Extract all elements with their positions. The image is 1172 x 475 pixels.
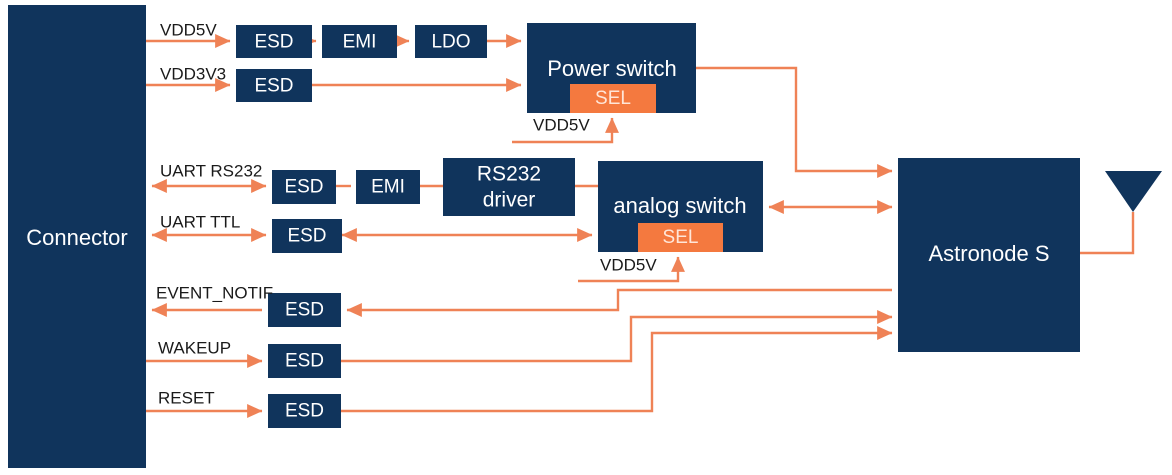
analog-switch-label: analog switch <box>613 193 746 218</box>
esd-reset-label: ESD <box>285 401 324 422</box>
block-esd-wakeup[interactable]: ESD <box>268 344 341 378</box>
emi-power-label: EMI <box>343 32 377 53</box>
block-esd-reset[interactable]: ESD <box>268 394 341 428</box>
esd-event-notif-label: ESD <box>285 300 324 321</box>
ldo-rect <box>415 25 487 58</box>
wire-vdd5v-to-power-switch-sel <box>512 117 619 144</box>
emi-uart-label: EMI <box>371 177 405 198</box>
block-esd-event-notif[interactable]: ESD <box>268 293 341 327</box>
block-esd-uart-rs232[interactable]: ESD <box>272 170 336 204</box>
wire-esd-reset-to-astronode <box>341 326 893 413</box>
analog-switch-sel-rect[interactable] <box>638 223 723 252</box>
signal-label-vdd3v3: VDD3V3 <box>160 64 226 83</box>
esd-wakeup-rect <box>268 344 341 378</box>
analog-switch-sel-label: SEL <box>663 227 699 248</box>
esd-vdd5v-label: ESD <box>254 32 293 53</box>
esd-vdd3v3-rect <box>236 69 312 102</box>
ldo-label: LDO <box>431 32 470 53</box>
power-switch-label: Power switch <box>547 56 677 81</box>
wire-layer <box>146 34 1135 418</box>
esd-uart-rs232-label: ESD <box>284 177 323 198</box>
block-emi-uart[interactable]: EMI <box>356 170 420 204</box>
rs232-driver-label-line1: RS232 <box>477 163 541 186</box>
esd-vdd3v3-label: ESD <box>254 76 293 97</box>
signal-label-uart-ttl: UART TTL <box>160 212 240 231</box>
wire-astronode-to-esd-event-notif <box>346 288 892 317</box>
power-switch-sel-label: SEL <box>595 88 631 109</box>
power-switch-sel-rect[interactable] <box>570 84 656 113</box>
block-esd-vdd3v3[interactable]: ESD <box>236 69 312 102</box>
antenna-icon <box>1105 171 1162 212</box>
emi-power-rect <box>322 25 397 58</box>
antenna-triangle <box>1105 171 1162 212</box>
esd-reset-rect <box>268 394 341 428</box>
emi-uart-rect <box>356 170 420 204</box>
rs232-driver-label-line2: driver <box>483 189 536 212</box>
block-rs232-driver[interactable]: RS232 driver <box>443 158 575 216</box>
esd-vdd5v-rect <box>236 25 312 58</box>
rs232-driver-rect <box>443 158 575 216</box>
astronode-rect <box>898 158 1080 352</box>
block-ldo[interactable]: LDO <box>415 25 487 58</box>
block-analog-switch[interactable]: analog switch SEL <box>598 161 763 252</box>
signal-label-wakeup: WAKEUP <box>158 338 231 357</box>
signal-label-sel-power-supply: VDD5V <box>533 115 590 134</box>
block-esd-uart-ttl[interactable]: ESD <box>272 219 342 253</box>
connector-rect <box>8 5 146 468</box>
signal-label-layer: VDD5V VDD3V3 UART RS232 UART TTL EVENT_N… <box>156 20 657 407</box>
block-connector[interactable]: Connector <box>8 5 146 468</box>
block-emi-power[interactable]: EMI <box>322 25 397 58</box>
signal-label-reset: RESET <box>158 388 215 407</box>
esd-uart-rs232-rect <box>272 170 336 204</box>
signal-label-sel-analog-supply: VDD5V <box>600 255 657 274</box>
block-esd-vdd5v[interactable]: ESD <box>236 25 312 58</box>
connector-label: Connector <box>26 225 128 250</box>
esd-uart-ttl-label: ESD <box>287 226 326 247</box>
signal-label-event-notif: EVENT_NOTIF <box>156 283 273 302</box>
wire-esd-wakeup-to-astronode <box>341 310 893 363</box>
astronode-label: Astronode S <box>928 241 1049 266</box>
signal-label-uart-rs232: UART RS232 <box>160 161 262 180</box>
wire-power-switch-to-astronode <box>696 66 893 178</box>
esd-wakeup-label: ESD <box>285 351 324 372</box>
block-power-switch[interactable]: Power switch SEL <box>527 23 696 113</box>
esd-uart-ttl-rect <box>272 219 342 253</box>
wire-vdd5v-to-analog-switch-sel <box>578 256 685 283</box>
signal-label-vdd5v: VDD5V <box>160 20 217 39</box>
esd-event-notif-rect <box>268 293 341 327</box>
wire-astronode-to-antenna <box>1080 212 1135 255</box>
block-astronode-s[interactable]: Astronode S <box>898 158 1080 352</box>
